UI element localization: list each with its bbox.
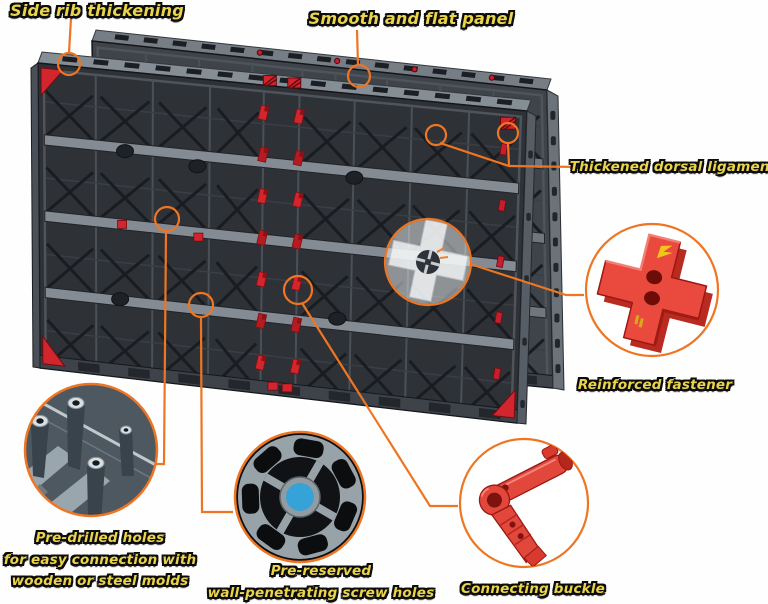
label-pre-reserved-line1: Pre-reserved [270,563,372,579]
label-smooth-flat-panel: Smooth and flat panel [308,9,514,28]
xray-fastener-ghost [386,219,470,304]
label-reinforced-fastener: Reinforced fastener [577,377,733,393]
pre-reserved-screw-holes-detail [233,430,367,564]
label-side-rib-thickening: Side rib thickening [10,1,184,20]
label-pre-reserved-screw-holes: Pre-reserved wall-penetrating screw hole… [208,561,435,604]
connecting-buckle-art [478,444,573,567]
label-connecting-buckle: Connecting buckle [460,581,606,597]
label-pre-drilled-line2: for easy connection with [3,551,197,568]
front-panel [30,51,537,425]
label-pre-reserved-line2: wall-penetrating screw holes [207,584,435,601]
callout-lines [56,17,590,514]
reinforced-fastener-art [596,233,713,354]
label-pre-drilled-line1: Pre-drilled holes [35,530,165,546]
label-thickened-dorsal-ligament: Thickened dorsal ligament [569,159,768,175]
dorsal-dot [580,162,590,172]
label-pre-drilled-line3: wooden or steel molds [11,573,189,589]
reinforced-fastener-detail [584,222,720,358]
screw-hole-blue-center [286,483,314,511]
pre-drilled-holes-detail [23,382,159,518]
connecting-buckle-detail [458,437,590,569]
label-pre-drilled-holes: Pre-drilled holes for easy connection wi… [4,528,197,593]
fastener-logo [656,245,673,259]
